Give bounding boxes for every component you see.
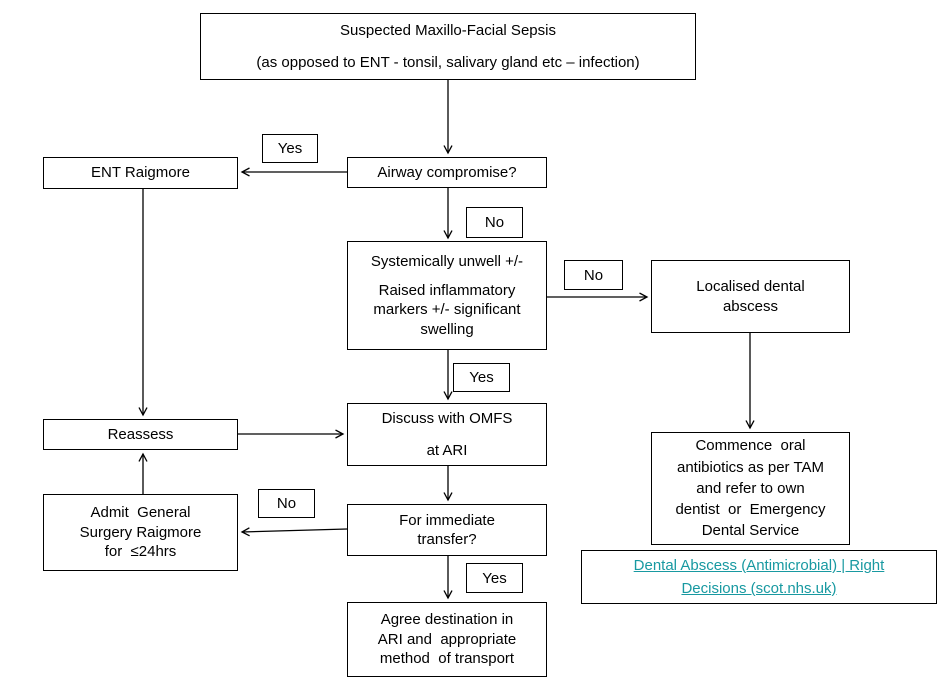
edge-label-airway-no: No — [466, 207, 523, 238]
edge-label-systemic-no: No — [564, 260, 623, 290]
node-agree-destination: Agree destination in ARI and appropriate… — [347, 602, 547, 677]
agree-destination-label: Agree destination in ARI and appropriate… — [377, 611, 517, 668]
edge-label-systemic-yes: Yes — [453, 363, 510, 392]
edge-label-airway-yes: Yes — [262, 134, 318, 163]
node-for-immediate-transfer: For immediate transfer? — [347, 504, 547, 556]
edge-label-transfer-no: No — [258, 489, 315, 518]
edge-label-transfer-yes: Yes — [466, 563, 523, 593]
discuss-line-1: Discuss with OMFS — [381, 409, 513, 427]
discuss-line-2: at ARI — [426, 442, 468, 459]
airway-compromise-label: Airway compromise? — [377, 163, 517, 181]
systemic-line-1: Systemically unwell +/- — [370, 253, 524, 270]
node-systemically-unwell: Systemically unwell +/- Raised inflammat… — [347, 241, 547, 350]
for-immediate-transfer-label: For immediate transfer? — [399, 511, 495, 549]
node-reassess: Reassess — [43, 419, 238, 450]
reassess-label: Reassess — [107, 425, 174, 443]
node-ent-raigmore: ENT Raigmore — [43, 157, 238, 189]
title-line-2: (as opposed to ENT - tonsil, salivary gl… — [256, 54, 640, 71]
systemic-line-2: Raised inflammatory markers +/- signific… — [373, 281, 521, 338]
title-line-1: Suspected Maxillo-Facial Sepsis — [340, 21, 556, 39]
node-commence-oral-antibiotics: Commence oral antibiotics as per TAM and… — [651, 432, 850, 545]
node-localised-dental-abscess: Localised dental abscess — [651, 260, 850, 333]
admit-general-surgery-label: Admit General Surgery Raigmore for ≤24hr… — [79, 504, 202, 561]
localised-dental-abscess-label: Localised dental abscess — [696, 278, 805, 315]
node-airway-compromise: Airway compromise? — [347, 157, 547, 188]
edge-transfer-to-admit — [242, 529, 348, 532]
node-discuss-with-omfs: Discuss with OMFS at ARI — [347, 403, 547, 466]
dental-abscess-right-decisions-hyperlink[interactable]: Dental Abscess (Antimicrobial) | Right D… — [633, 556, 885, 597]
node-admit-general-surgery: Admit General Surgery Raigmore for ≤24hr… — [43, 494, 238, 571]
node-dental-abscess-link-box: Dental Abscess (Antimicrobial) | Right D… — [581, 550, 937, 604]
commence-oral-antibiotics-label: Commence oral antibiotics as per TAM and… — [675, 437, 826, 540]
node-suspected-maxillo-facial-sepsis: Suspected Maxillo-Facial Sepsis (as oppo… — [200, 13, 696, 80]
ent-raigmore-label: ENT Raigmore — [91, 164, 190, 182]
